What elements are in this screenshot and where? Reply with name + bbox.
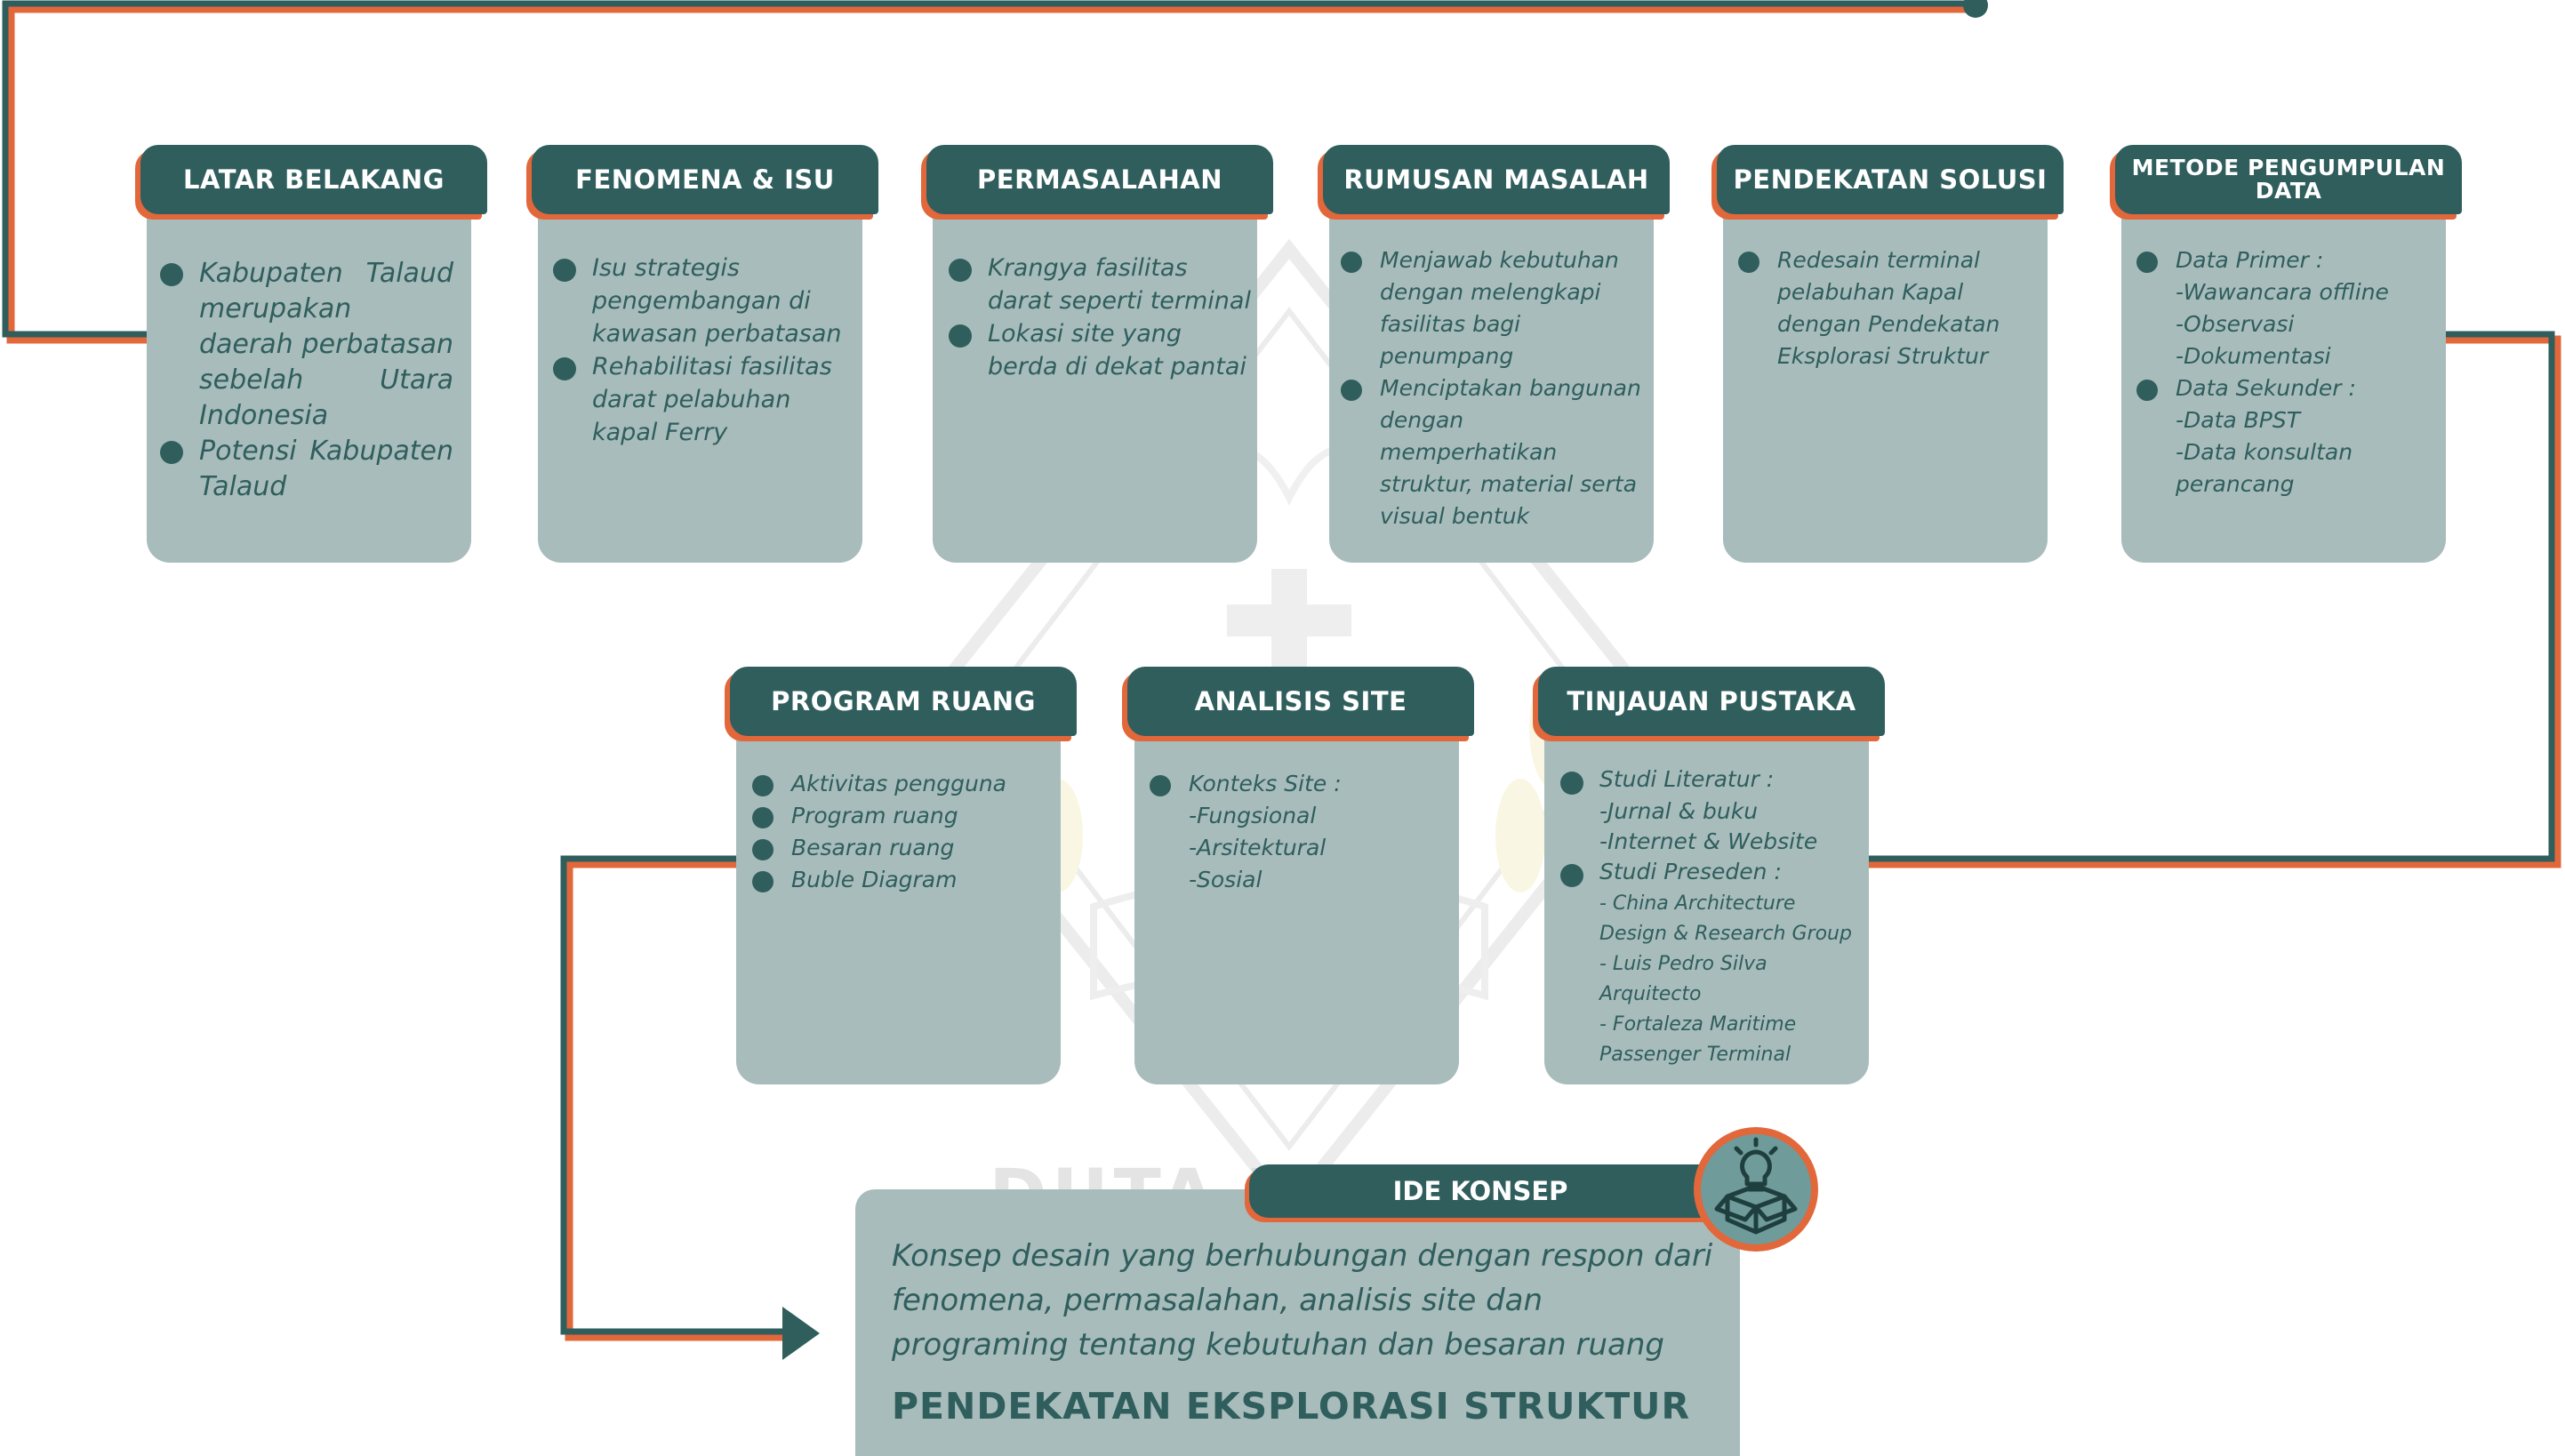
ide-konsep-card	[855, 1189, 1740, 1456]
lightbulb-box-icon	[1694, 1127, 1818, 1252]
stage-items-tinjauan-pustaka: Studi Literatur : -Jurnal & buku -Intern…	[1560, 764, 1863, 1070]
stage-items-permasalahan: Krangya fasilitas darat seperti terminal…	[949, 252, 1255, 383]
bullet-icon	[752, 807, 774, 828]
stage-card-rumusan-masalah	[1329, 182, 1654, 563]
list-item: Konteks Site : -Fungsional -Arsitektural…	[1150, 768, 1443, 896]
bullet-icon	[752, 775, 774, 796]
ide-konsep-description: Konsep desain yang berhubungan dengan re…	[892, 1238, 1713, 1363]
bullet-icon	[160, 263, 183, 286]
bullet-icon	[752, 871, 774, 892]
stage-items-rumusan-masalah: Menjawab kebutuhan dengan melengkapi fas…	[1341, 244, 1647, 532]
list-item: Isu strategis pengembangan di kawasan pe…	[553, 252, 851, 350]
stage-items-latar-belakang: Kabupaten Talaud merupakan daerah perbat…	[160, 256, 453, 505]
lightbulb-box-icon-glyph	[1714, 1137, 1798, 1235]
list-item: Data Primer : -Wawancara offline -Observ…	[2136, 244, 2439, 372]
list-item: Besaran ruang	[752, 832, 1054, 864]
list-item: Redesain terminal pelabuhan Kapal dengan…	[1738, 244, 2023, 372]
stage-title-fenomena-isu: FENOMENA & ISU	[532, 145, 878, 214]
stage-card-metode-pengumpulan-data	[2121, 182, 2446, 563]
ide-konsep-title: IDE KONSEP	[1249, 1164, 1711, 1218]
list-item: Data Sekunder : -Data BPST -Data konsult…	[2136, 372, 2439, 500]
bullet-icon	[949, 259, 972, 282]
bullet-icon	[553, 259, 576, 282]
stage-card-permasalahan	[933, 182, 1257, 563]
list-item: Potensi Kabupaten Talaud	[160, 434, 453, 505]
ide-konsep-approach: PENDEKATAN EKSPLORASI STRUKTUR	[892, 1385, 1691, 1428]
bullet-icon	[1341, 252, 1362, 273]
stage-items-metode-pengumpulan-data: Data Primer : -Wawancara offline -Observ…	[2136, 244, 2439, 500]
bullet-icon	[2136, 380, 2158, 401]
list-item: Studi Literatur : -Jurnal & buku -Intern…	[1560, 764, 1863, 857]
stage-title-latar-belakang: LATAR BELAKANG	[140, 145, 487, 214]
bullet-icon	[1560, 772, 1583, 795]
stage-items-fenomena-isu: Isu strategis pengembangan di kawasan pe…	[553, 252, 851, 449]
bullet-icon	[553, 357, 576, 380]
bullet-icon	[949, 324, 972, 348]
stage-title-analisis-site: ANALISIS SITE	[1127, 667, 1474, 736]
stage-card-latar-belakang	[147, 182, 471, 563]
stage-card-pendekatan-solusi	[1723, 182, 2048, 563]
stage-card-fenomena-isu	[538, 182, 862, 563]
stage-items-analisis-site: Konteks Site : -Fungsional -Arsitektural…	[1150, 768, 1443, 896]
stage-title-metode-pengumpulan-data: METODE PENGUMPULAN DATA	[2115, 145, 2462, 214]
list-item: Menjawab kebutuhan dengan melengkapi fas…	[1341, 244, 1647, 372]
list-item: Program ruang	[752, 800, 1054, 832]
list-item: Kabupaten Talaud merupakan daerah perbat…	[160, 256, 453, 434]
bullet-icon	[160, 441, 183, 464]
stage-title-permasalahan: PERMASALAHAN	[926, 145, 1273, 214]
stage-items-program-ruang: Aktivitas pengguna Program ruang Besaran…	[752, 768, 1054, 896]
list-item: Krangya fasilitas darat seperti terminal	[949, 252, 1255, 317]
stage-card-program-ruang	[736, 702, 1061, 1084]
list-item: Rehabilitasi fasilitas darat pelabuhan k…	[553, 350, 851, 449]
bullet-icon	[2136, 252, 2158, 273]
stage-card-analisis-site	[1134, 702, 1459, 1084]
stage-title-tinjauan-pustaka: TINJAUAN PUSTAKA	[1538, 667, 1885, 736]
stage-items-pendekatan-solusi: Redesain terminal pelabuhan Kapal dengan…	[1738, 244, 2023, 372]
bullet-icon	[1150, 775, 1171, 796]
stage-title-rumusan-masalah: RUMUSAN MASALAH	[1323, 145, 1670, 214]
list-item: Buble Diagram	[752, 864, 1054, 896]
bullet-icon	[1738, 252, 1759, 273]
stage-title-pendekatan-solusi: PENDEKATAN SOLUSI	[1717, 145, 2064, 214]
stage-title-program-ruang: PROGRAM RUANG	[730, 667, 1077, 736]
bullet-icon	[1560, 864, 1583, 887]
bullet-icon	[1341, 380, 1362, 401]
list-item: Menciptakan bangunan dengan memperhatika…	[1341, 372, 1647, 532]
stage-card-tinjauan-pustaka	[1544, 702, 1869, 1084]
list-item: Studi Preseden : - China Architecture De…	[1560, 857, 1863, 1070]
bullet-icon	[752, 839, 774, 860]
list-item: Aktivitas pengguna	[752, 768, 1054, 800]
list-item: Lokasi site yang berda di dekat pantai	[949, 317, 1255, 383]
